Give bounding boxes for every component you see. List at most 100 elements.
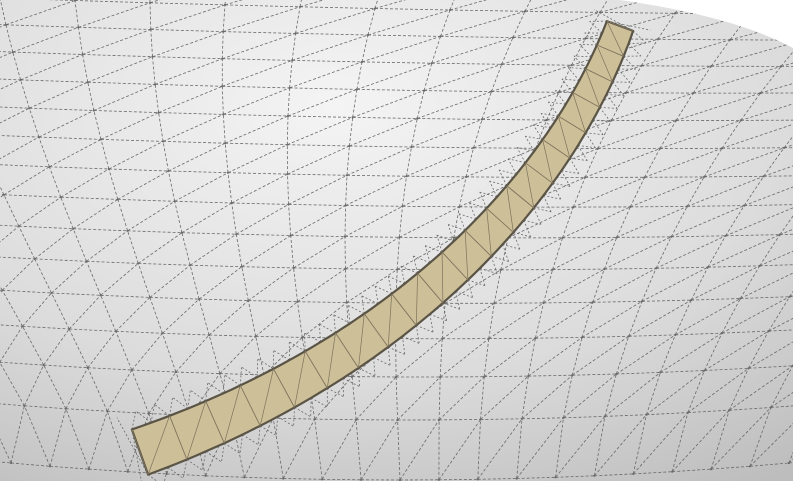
mesh-vertex [767, 330, 770, 333]
mesh-edge [644, 148, 661, 178]
mesh-vertex [42, 364, 45, 367]
mesh-vertex [499, 268, 502, 271]
mesh-edge [481, 91, 559, 120]
fold-edge [532, 124, 543, 140]
mesh-edge [60, 168, 110, 198]
mesh-edge [299, 6, 376, 9]
mesh-vertex [0, 361, 1, 364]
mesh-edge [158, 112, 224, 115]
mesh-edge [78, 2, 151, 28]
mesh-edge [483, 338, 490, 377]
strip-diagonal [186, 400, 207, 460]
mesh-edge [115, 297, 151, 332]
mesh-vertex [360, 478, 363, 481]
mesh-edge [297, 301, 347, 303]
mesh-vertex [23, 404, 26, 407]
mesh-vertex [523, 10, 527, 13]
mesh-vertex [398, 236, 401, 239]
mesh-edge [86, 261, 102, 296]
mesh-edge [255, 336, 303, 338]
mesh-vertex [748, 465, 752, 468]
mesh-edge [770, 404, 793, 408]
mesh-edge [399, 206, 403, 238]
mesh-edge [630, 206, 688, 208]
fold-edge [448, 224, 466, 231]
strip-rung [363, 313, 389, 348]
fold-edge [469, 202, 477, 220]
fold-edge [523, 220, 531, 238]
fold-edge [577, 145, 588, 161]
mesh-edge [646, 412, 688, 416]
mesh-edge [24, 364, 45, 406]
mesh-edge [282, 418, 316, 479]
fold-edge [304, 332, 321, 343]
fold-edge [400, 266, 406, 284]
strip-diagonal [294, 351, 306, 408]
mesh-edge [227, 144, 288, 174]
mesh-edge [604, 372, 661, 417]
strip-diagonal [358, 313, 365, 369]
mesh-vertex [64, 407, 67, 410]
mesh-vertex [59, 196, 62, 199]
mesh-vertex [572, 206, 575, 209]
mesh-edge [711, 39, 793, 67]
mesh-vertex [148, 1, 152, 4]
mesh-edge [780, 39, 793, 67]
mesh-vertex [476, 478, 479, 481]
mesh-edge [417, 118, 483, 120]
mesh-vertex [783, 146, 786, 149]
mesh-edge [397, 237, 454, 270]
mesh-edge [158, 85, 223, 113]
mesh-edge [473, 147, 536, 149]
fold-edge [540, 113, 552, 129]
mesh-edge [314, 376, 353, 420]
mesh-edge [273, 417, 315, 420]
mesh-vertex [724, 234, 727, 237]
mesh-edge [236, 204, 289, 235]
fold-edge [131, 411, 137, 430]
mesh-edge [0, 0, 7, 25]
mesh-edge [5, 24, 79, 28]
mesh-edge [100, 295, 117, 332]
mesh-edge [616, 372, 661, 375]
mesh-edge [395, 376, 398, 421]
mesh-edge [516, 476, 556, 479]
mesh-edge [657, 38, 731, 41]
mesh-vertex [189, 264, 192, 267]
mesh-vertex [68, 327, 71, 331]
mesh-edge [288, 204, 292, 236]
mesh-edge [604, 373, 617, 417]
mesh-vertex [557, 91, 560, 94]
mesh-edge [521, 374, 573, 420]
mesh-vertex [355, 88, 358, 91]
mesh-edge [137, 263, 151, 298]
mesh-edge [51, 292, 101, 296]
mesh-vertex [294, 32, 297, 35]
mesh-vertex [289, 234, 292, 237]
mesh-edge [521, 417, 564, 420]
mesh-edge [402, 176, 467, 207]
mesh-edge [611, 92, 694, 121]
mesh-edge [221, 31, 224, 59]
fold-edge [202, 451, 207, 471]
mesh-edge [687, 205, 745, 207]
mesh-edge [749, 0, 793, 15]
mesh-edge [411, 146, 474, 149]
mesh-edge [198, 298, 210, 336]
mesh-edge [703, 148, 723, 178]
fold-edge [342, 377, 360, 387]
fold-edge [275, 416, 278, 436]
mesh-vertex [438, 418, 441, 421]
mesh-edge [439, 338, 443, 378]
mesh-edge [49, 166, 62, 198]
mesh-edge [672, 468, 712, 473]
mesh-edge [690, 267, 709, 301]
mesh-vertex [77, 26, 80, 29]
mesh-edge [480, 418, 523, 420]
fold-edge [561, 170, 571, 187]
mesh-edge [352, 117, 418, 119]
fold-edge [135, 410, 152, 424]
fold-edge [479, 191, 487, 209]
mesh-edge [592, 268, 605, 303]
